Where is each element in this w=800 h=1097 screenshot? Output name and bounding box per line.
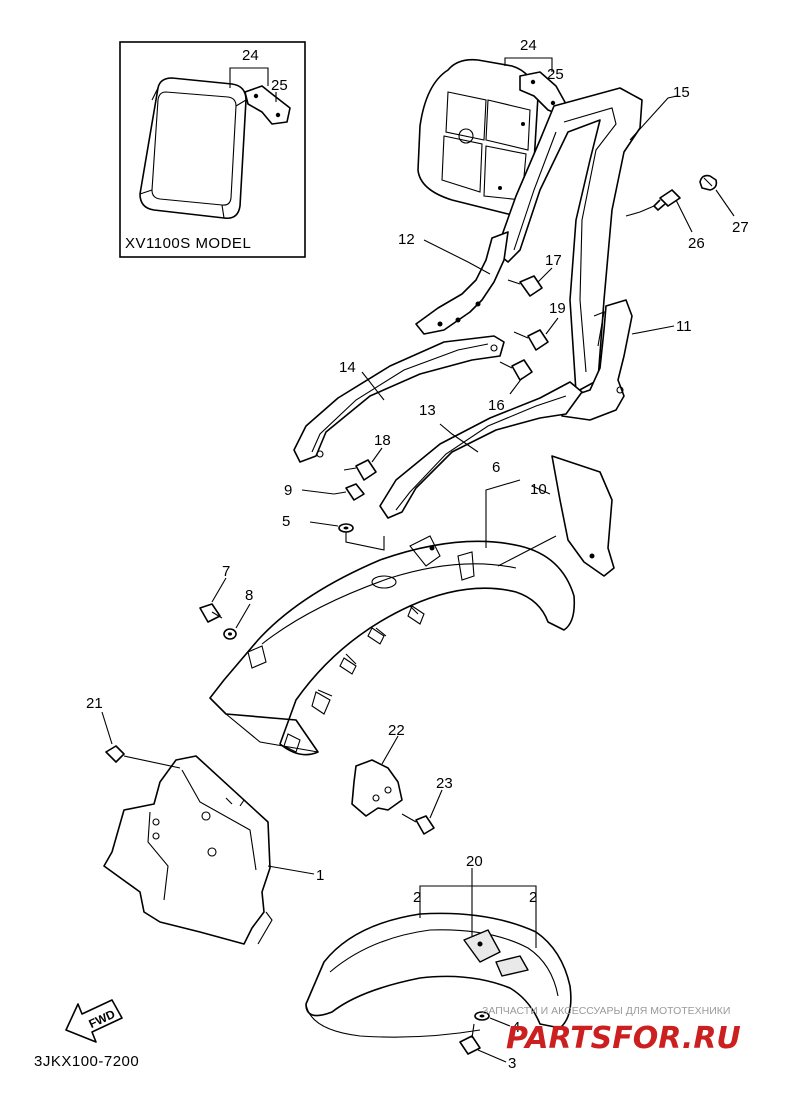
- callout-2a: 2: [413, 889, 421, 906]
- callout-7: 7: [222, 563, 230, 580]
- callout-9: 9: [284, 482, 292, 499]
- callout-21: 21: [86, 695, 103, 712]
- bolt-17: [507, 275, 543, 297]
- bolt-19: [513, 329, 549, 351]
- drawing-code: 3JKX100-7200: [34, 1053, 139, 1070]
- bolt-18: [343, 459, 377, 481]
- callout-20: 1: [316, 867, 324, 884]
- bracket-22: [351, 759, 403, 817]
- callout-inset-25: 25: [271, 77, 288, 94]
- inset-backrest-pad: [139, 77, 247, 220]
- inset-xv1100s: 24 25 XV1100S MODEL: [119, 41, 306, 258]
- backrest-pad: [417, 58, 539, 215]
- washer-10: [338, 523, 354, 533]
- watermark: ЗАПЧАСТИ И АКСЕССУАРЫ ДЛЯ МОТОТЕХНИКИ PA…: [482, 1005, 741, 1056]
- mount-bracket-12: [415, 231, 509, 335]
- backrest-frame: [495, 87, 643, 393]
- washer-8: [223, 628, 237, 640]
- inner-fender-20: [103, 755, 273, 945]
- bolt-9: [333, 483, 365, 501]
- callout-12: 12: [398, 231, 415, 248]
- bolt-23: [401, 813, 435, 835]
- callout-17: 17: [545, 252, 562, 269]
- callout-13: 13: [419, 402, 436, 419]
- cap-27: [699, 174, 718, 191]
- fwd-arrow-icon: FWD: [65, 999, 123, 1043]
- callout-10: 5: [282, 513, 290, 530]
- inset-frame: [119, 41, 306, 258]
- watermark-logo: PARTSFOR.RU: [506, 1021, 741, 1056]
- callout-6: 10: [530, 481, 547, 498]
- callout-24: 24: [520, 37, 537, 54]
- callout-8: 8: [245, 587, 253, 604]
- callout-11: 11: [676, 318, 692, 335]
- grab-bar-13: [379, 381, 583, 519]
- callout-16: 16: [488, 397, 505, 414]
- inset-bracket-plate: [244, 85, 291, 125]
- grab-bar-14: [293, 335, 505, 463]
- callout-15: 15: [673, 84, 690, 101]
- watermark-tagline: ЗАПЧАСТИ И АКСЕССУАРЫ ДЛЯ МОТОТЕХНИКИ: [482, 1005, 730, 1017]
- callout-18: 18: [374, 432, 391, 449]
- callout-1: 20: [466, 853, 483, 870]
- side-cover: [551, 455, 615, 577]
- front-fender: [305, 912, 572, 1038]
- rear-fender: [209, 535, 576, 756]
- callout-inset-24: 24: [242, 47, 259, 64]
- bolt-21: [105, 745, 181, 769]
- callout-23: 23: [436, 775, 453, 792]
- inset-caption: XV1100S MODEL: [125, 235, 251, 252]
- callout-25: 25: [547, 66, 564, 83]
- callout-27: 27: [732, 219, 749, 236]
- callout-14: 14: [339, 359, 356, 376]
- callout-5: 6: [492, 459, 500, 476]
- bolt-16: [499, 359, 533, 381]
- callout-26: 26: [688, 235, 705, 252]
- bolt-7: [199, 603, 223, 623]
- callout-4: 4: [512, 1019, 520, 1036]
- bolt-3: [459, 1023, 481, 1055]
- washer-4: [474, 1011, 490, 1021]
- callout-3: 3: [508, 1055, 516, 1072]
- callout-22: 22: [388, 722, 405, 739]
- bolt-26: [625, 189, 681, 217]
- callout-19: 19: [549, 300, 566, 317]
- callout-2b: 2: [529, 889, 537, 906]
- side-bracket-11: [561, 299, 633, 421]
